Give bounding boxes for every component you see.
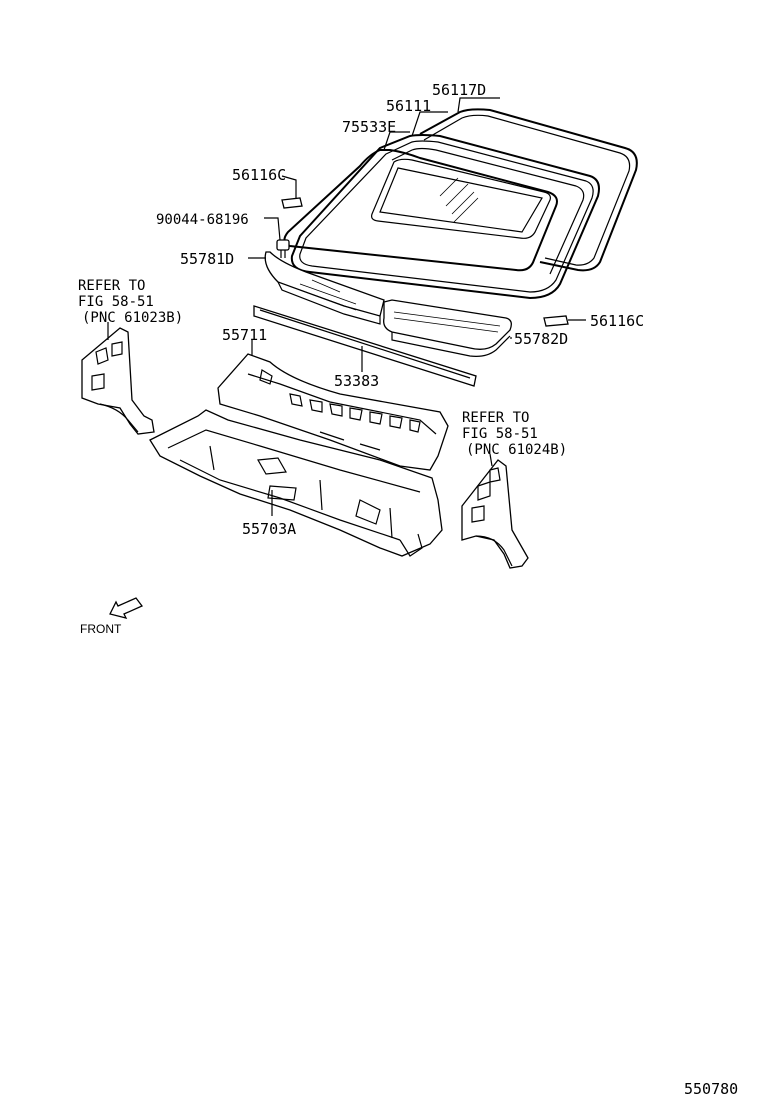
ref-left-line-3: (PNC 61023B) [82,310,183,326]
part-label-56117D: 56117D [432,81,486,99]
pad-56116C-upper [281,197,303,209]
windshield-glass [290,134,600,300]
pad-56116C-lower [543,315,569,327]
part-label-90044-68196: 90044-68196 [156,212,249,228]
cowl-top-panel [217,353,449,471]
cowl-louver-left [264,251,385,325]
side-panel-left [81,327,155,435]
front-label: FRONT [80,622,122,636]
part-label-56116C-lower: 56116C [590,312,644,330]
reference-note-left: REFER TO FIG 58-51 (PNC 61023B) [78,278,183,326]
part-label-56116C: 56116C [232,166,286,184]
part-label-75533E: 75533E [342,118,396,136]
weatherstrip-53383 [253,305,477,387]
part-label-53383: 53383 [334,372,379,390]
part-label-55781D: 55781D [180,250,234,268]
part-label-55711: 55711 [222,326,267,344]
part-label-55703A: 55703A [242,520,296,538]
reference-note-right: REFER TO FIG 58-51 (PNC 61024B) [462,410,567,458]
ref-right-line-3: (PNC 61024B) [466,442,567,458]
cowl-louver-right [383,299,512,357]
windshield-inner-frame [283,149,558,272]
front-arrow-icon [109,597,144,619]
side-panel-right [461,459,529,569]
ref-left-line-1: REFER TO [78,278,145,294]
part-label-55782D: 55782D [514,330,568,348]
ref-right-line-2: FIG 58-51 [462,426,538,442]
figure-number: 550780 [684,1080,738,1098]
windshield-outer-moulding [419,108,638,272]
leader-lines [107,97,586,516]
ref-right-line-1: REFER TO [462,410,529,426]
dash-panel [149,409,443,557]
ref-left-line-2: FIG 58-51 [78,294,154,310]
clip-90044 [276,239,290,258]
part-label-56111: 56111 [386,97,431,115]
